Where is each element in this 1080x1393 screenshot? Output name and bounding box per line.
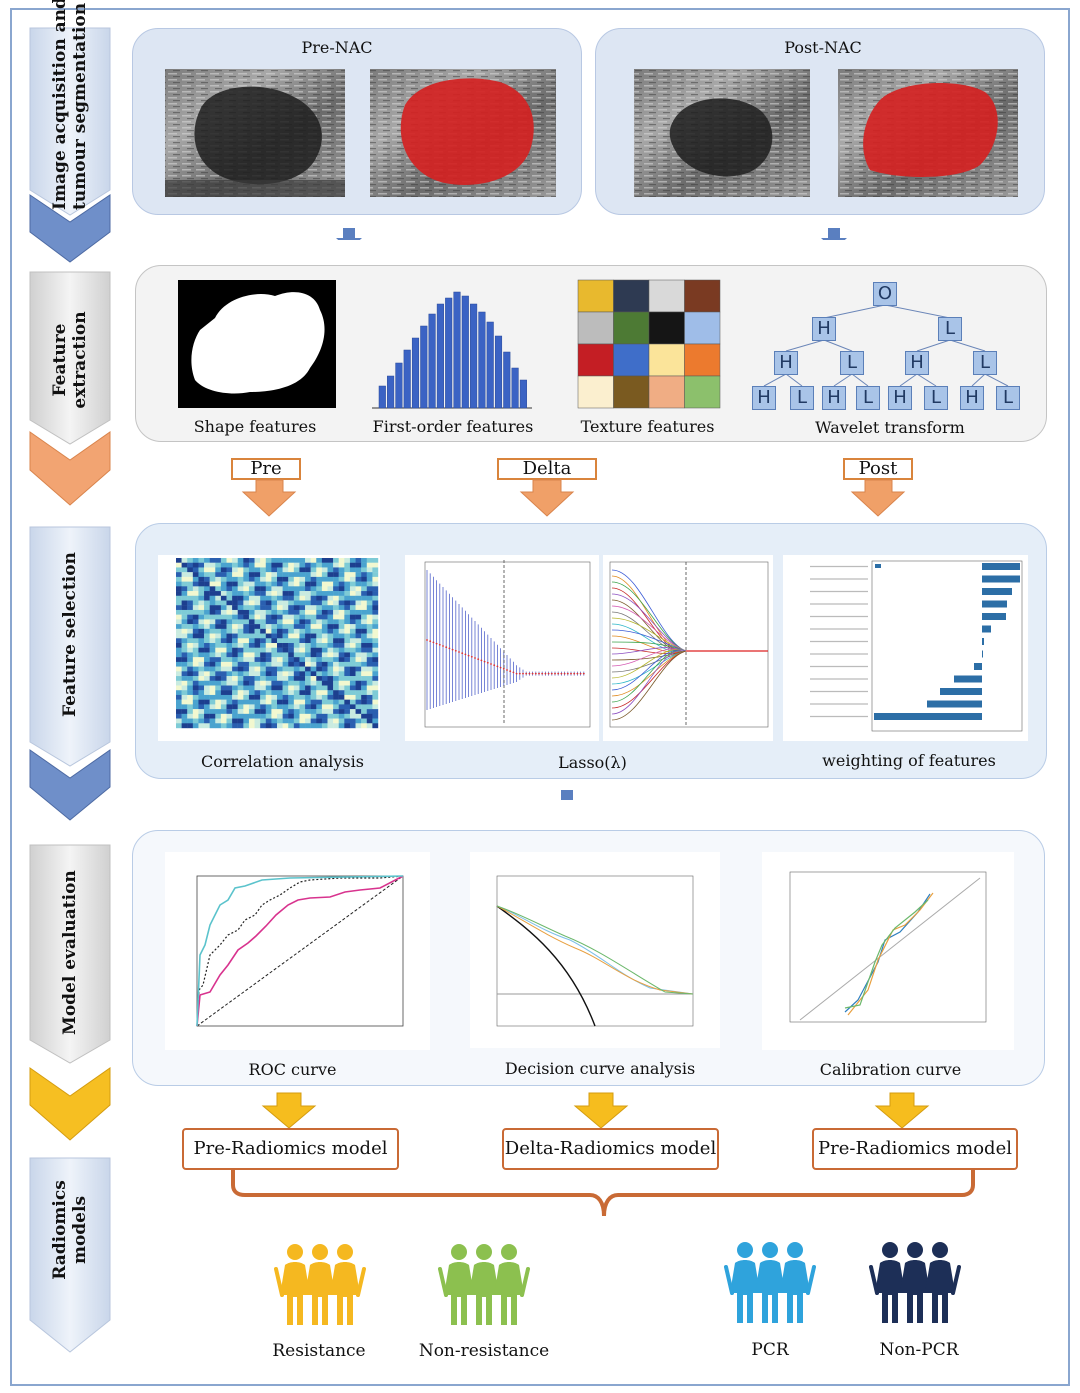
stage-3-arrow xyxy=(29,526,111,767)
feature-weight-chart xyxy=(783,555,1028,741)
stage-2-chevron xyxy=(29,431,111,506)
arrow-selection-down xyxy=(561,790,573,800)
stage-1-chevron xyxy=(29,194,111,263)
wavelet-node-l2-1: H xyxy=(774,351,798,375)
wavelet-node-l1-l: L xyxy=(938,317,962,341)
wavelet-node-root: O xyxy=(873,282,897,306)
stage-2-arrow xyxy=(29,271,111,445)
stage-3-chevron xyxy=(29,749,111,821)
roc-curve-label: ROC curve xyxy=(248,1060,337,1079)
outcome-non-pcr-label: Non-PCR xyxy=(879,1340,959,1360)
yellow-arrow-1 xyxy=(261,1092,317,1129)
people-non-resistance-icon xyxy=(438,1244,530,1325)
wavelet-node-l3-3: H xyxy=(822,386,846,410)
evaluation-graphics xyxy=(196,871,987,1027)
people-pcr-icon xyxy=(724,1242,816,1323)
wavelet-node-l3-7: H xyxy=(960,386,984,410)
people-resistance-icon xyxy=(274,1244,366,1325)
model-delta-radiomics: Delta-Radiomics model xyxy=(502,1128,719,1170)
arrow-post-down xyxy=(821,228,847,240)
wavelet-node-l3-1: H xyxy=(752,386,776,410)
wavelet-node-l2-2: L xyxy=(840,351,864,375)
decision-curve-label: Decision curve analysis xyxy=(504,1059,696,1078)
stage-4-arrow xyxy=(29,844,111,1064)
stage-arrows xyxy=(29,27,111,1353)
lasso-coef-paths xyxy=(611,569,768,721)
us-pre-raw xyxy=(165,69,345,197)
orange-branch-arrows xyxy=(241,479,906,517)
yellow-arrow-3 xyxy=(874,1092,930,1129)
stage-4-chevron xyxy=(29,1067,111,1141)
branch-delta: Delta xyxy=(497,458,597,480)
us-post-segmented xyxy=(838,69,1018,197)
wavelet-node-l2-4: L xyxy=(973,351,997,375)
lasso-cv-plot xyxy=(405,555,599,741)
calibration-curve-label: Calibration curve xyxy=(819,1060,962,1079)
branch-post: Post xyxy=(843,458,913,480)
lasso-path-plot xyxy=(603,555,773,741)
feature-weight-bars xyxy=(810,563,1020,720)
wavelet-transform-label: Wavelet transform xyxy=(815,418,965,437)
lasso-label: Lasso(λ) xyxy=(558,753,627,772)
first-order-histogram xyxy=(372,291,532,409)
pre-nac-title: Pre-NAC xyxy=(301,38,373,57)
extraction-graphics xyxy=(178,279,1009,409)
shape-mask xyxy=(191,292,325,394)
model-pre-radiomics-2: Pre-Radiomics model xyxy=(812,1128,1018,1170)
lasso-cv-bars xyxy=(426,570,585,710)
outcome-non-resistance-label: Non-resistance xyxy=(418,1341,550,1361)
wavelet-node-l2-3: H xyxy=(905,351,929,375)
texture-features-label: Texture features xyxy=(580,417,715,436)
model-brace xyxy=(231,1170,975,1217)
correlation-analysis-label: Correlation analysis xyxy=(201,752,364,771)
wavelet-tree-lines xyxy=(763,304,1009,387)
outcome-pcr-label: PCR xyxy=(751,1340,789,1360)
correlation-heatmap xyxy=(176,558,379,729)
selection-graphics xyxy=(158,555,1028,800)
model-graphics xyxy=(231,1092,975,1217)
us-pre-segmented xyxy=(370,69,556,197)
people-non-pcr-icon xyxy=(869,1242,961,1323)
ultrasound-images xyxy=(165,69,1018,240)
us-post-raw xyxy=(634,69,810,197)
wavelet-node-l3-5: H xyxy=(888,386,912,410)
arrow-pre-down xyxy=(336,228,362,240)
wavelet-node-l3-4: L xyxy=(856,386,880,410)
wavelet-node-l3-6: L xyxy=(924,386,948,410)
wavelet-node-l1-h: H xyxy=(812,317,836,341)
wavelet-node-l3-2: L xyxy=(790,386,814,410)
stage-5-arrow xyxy=(29,1157,111,1353)
branch-pre: Pre xyxy=(231,458,301,480)
texture-grid xyxy=(577,279,721,409)
weighting-of-features-label: weighting of features xyxy=(822,751,996,770)
yellow-arrow-2 xyxy=(573,1092,629,1129)
post-nac-title: Post-NAC xyxy=(784,38,862,57)
first-order-features-label: First-order features xyxy=(372,417,534,436)
stage-1-arrow xyxy=(29,27,111,216)
outcome-resistance-label: Resistance xyxy=(272,1341,366,1361)
wavelet-node-l3-8: L xyxy=(996,386,1020,410)
outer-frame xyxy=(10,8,1070,1386)
model-pre-radiomics: Pre-Radiomics model xyxy=(182,1128,399,1170)
shape-features-label: Shape features xyxy=(193,417,317,436)
